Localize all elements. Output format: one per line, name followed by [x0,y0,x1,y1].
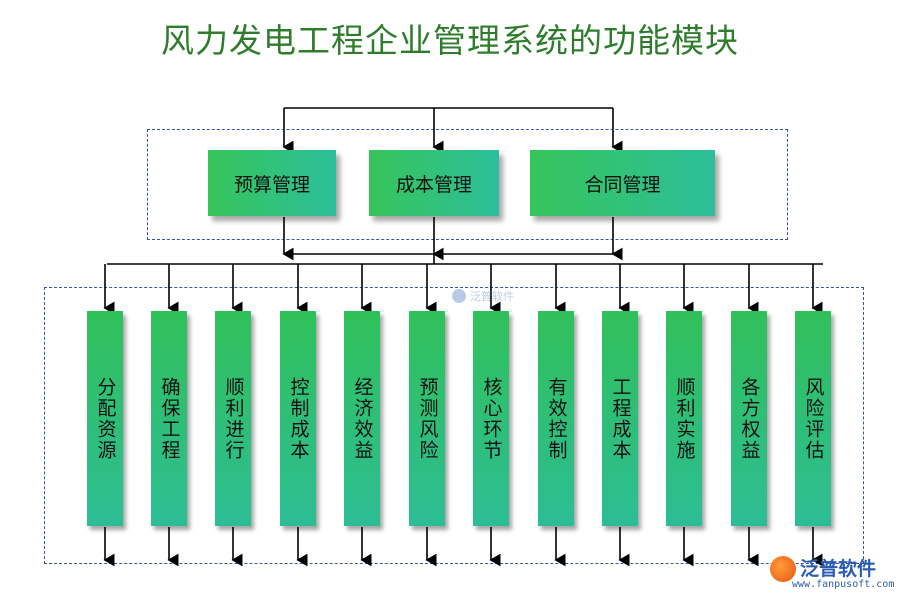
sub-module-label: 有效控制 [545,376,568,461]
sub-module-effective-control: 有效控制 [538,311,574,526]
sub-module-allocate-resources: 分配资源 [87,311,123,526]
sub-module-project-cost: 工程成本 [602,311,638,526]
sub-module-label: 预测风险 [416,376,439,461]
sub-module-label: 各方权益 [738,376,761,461]
sub-module-label: 工程成本 [609,376,632,461]
module-budget-management: 预算管理 [208,150,336,216]
page-title: 风力发电工程企业管理系统的功能模块 [161,21,739,60]
sub-module-label: 确保工程 [158,376,181,461]
sub-module-risk-assessment: 风险评估 [795,311,831,526]
top-modules-group [147,129,788,240]
sub-module-smooth-implementation: 顺利实施 [666,311,702,526]
module-label: 合同管理 [584,173,661,196]
sub-modules-group [44,287,864,564]
sub-module-label: 顺利进行 [222,376,245,461]
sub-module-label: 分配资源 [94,376,117,461]
sub-module-label: 核心环节 [480,376,503,461]
module-contract-management: 合同管理 [530,150,715,216]
sub-module-ensure-project: 确保工程 [151,311,187,526]
sub-module-core-link: 核心环节 [473,311,509,526]
sub-module-label: 风险评估 [802,376,825,461]
sub-module-predict-risk: 预测风险 [409,311,445,526]
module-label: 成本管理 [395,173,472,196]
sub-module-label: 控制成本 [287,376,310,461]
fanpu-logo-icon [770,556,796,582]
sub-module-economic-benefit: 经济效益 [344,311,380,526]
module-cost-management: 成本管理 [369,150,499,216]
module-label: 预算管理 [233,173,310,196]
sub-module-control-cost: 控制成本 [280,311,316,526]
sub-module-label: 经济效益 [351,376,374,461]
sub-module-smooth-progress: 顺利进行 [215,311,251,526]
sub-module-label: 顺利实施 [673,376,696,461]
watermark-logo: 泛普软件 www.fanpusoft.com [770,552,895,594]
watermark-brand: 泛普软件 [800,558,877,580]
sub-module-party-rights: 各方权益 [731,311,767,526]
watermark-small: 泛普软件 [452,287,532,305]
fanpu-logo-icon [452,289,466,303]
watermark-small-text: 泛普软件 [470,290,514,303]
watermark-url: www.fanpusoft.com [792,579,895,590]
